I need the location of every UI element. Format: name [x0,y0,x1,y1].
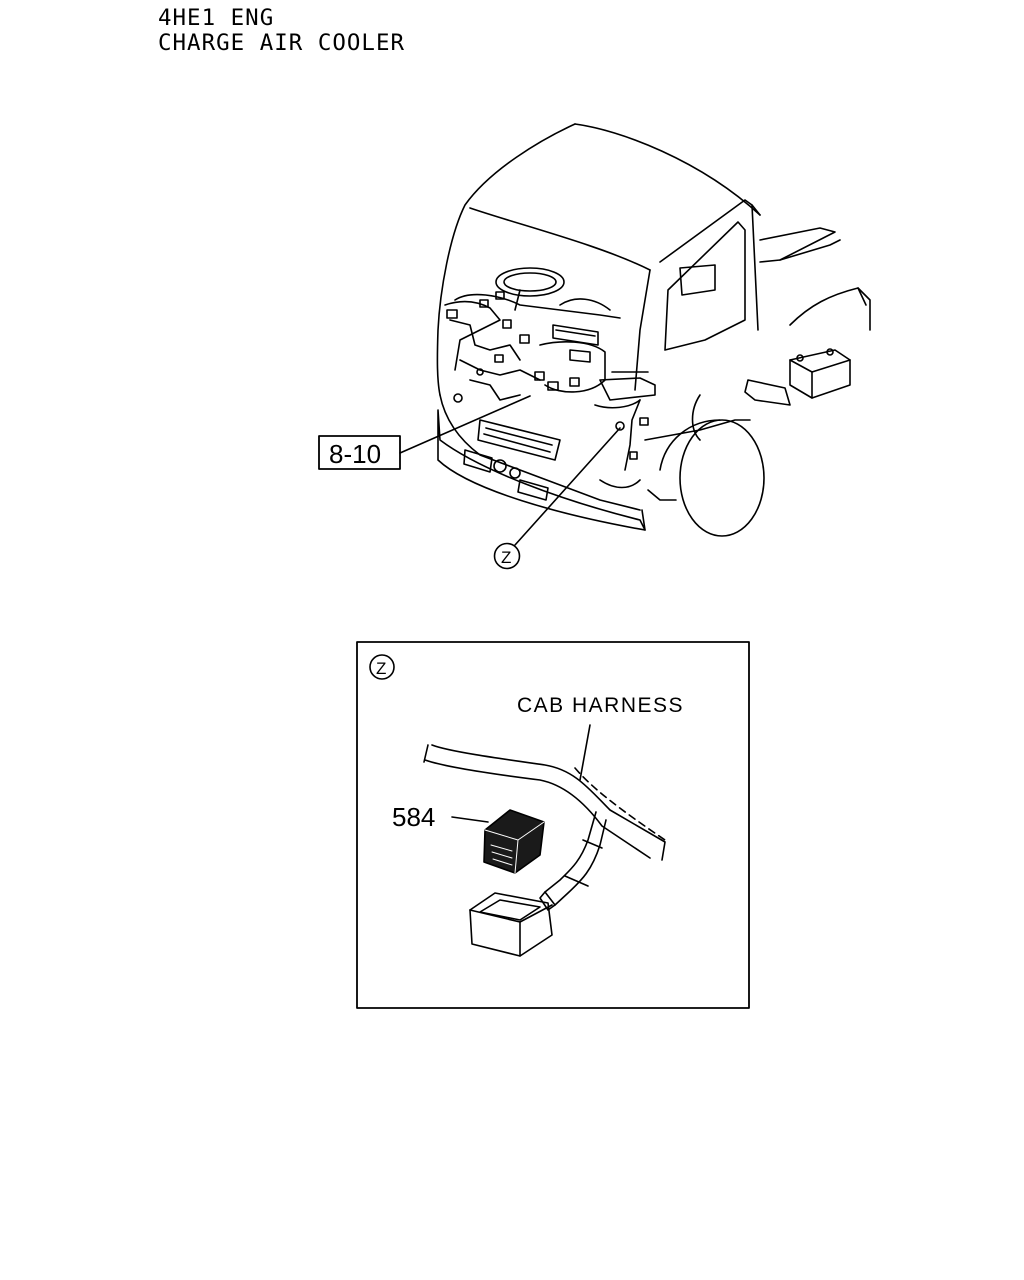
truck-cab-illustration [399,123,871,546]
cab-harness-drawing [423,724,666,957]
harness-label: CAB HARNESS [517,694,684,717]
title-component: CHARGE AIR COOLER [158,31,406,56]
part-number-label: 584 [392,802,435,832]
view-z-marker [493,542,521,570]
ref-callout-box [318,435,401,470]
leader-line-8-10 [399,395,531,454]
detail-view-frame [356,641,750,1009]
title-engine: 4HE1 ENG [158,6,275,31]
detail-view-z-label: Z [376,659,386,678]
leader-line-z [514,427,621,546]
diagram-title: 4HE1 ENG CHARGE AIR COOLER [158,6,405,56]
ref-callout-label: 8-10 [329,439,381,469]
leader-line-584 [451,816,489,823]
detail-view-z-marker [369,654,395,680]
view-z-label: Z [501,548,511,567]
